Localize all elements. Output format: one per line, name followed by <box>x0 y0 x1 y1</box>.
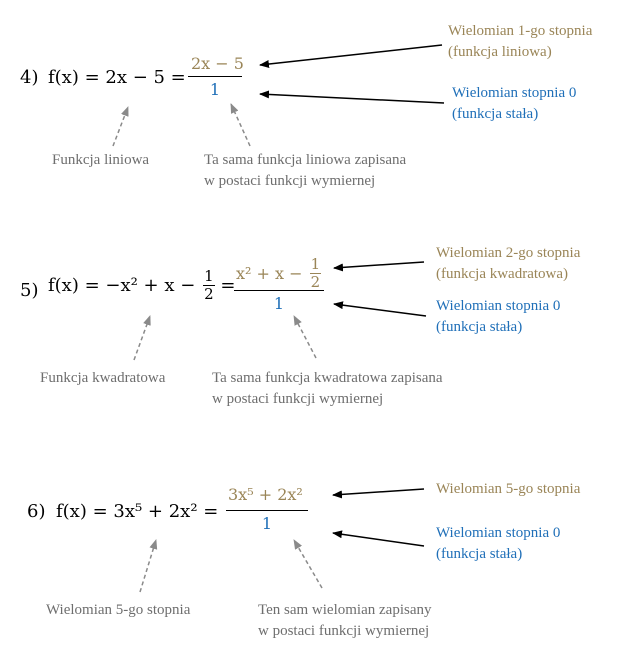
item-5-number: 5) <box>20 280 39 301</box>
item-5-numerator: x² + x − 1 2 <box>236 255 322 291</box>
note-line: Ta sama funkcja kwadratowa zapisana <box>212 370 443 386</box>
half-numerator: 1 <box>309 255 322 274</box>
arrow-4-to-numerator <box>259 44 443 68</box>
note-line: Wielomian stopnia 0 <box>452 85 577 101</box>
item-6-note-bottom-right: Wielomian stopnia 0 (funkcja stała) <box>436 523 560 565</box>
item-5-denominator: 1 <box>273 294 285 313</box>
note-line: Wielomian 2-go stopnia <box>436 245 581 261</box>
item-5-note-top-right: Wielomian 2-go stopnia (funkcja kwadrato… <box>436 243 580 285</box>
arrow-5-to-left-expression <box>133 315 151 361</box>
item-5-equation: f(x) = −x² + x − 1 2 = <box>48 268 235 303</box>
arrow-5-to-numerator <box>333 261 425 272</box>
item-4-note-bottom-right: Wielomian stopnia 0 (funkcja stała) <box>452 83 576 125</box>
arrow-5-to-fraction <box>293 315 317 359</box>
item-6-note-left: Wielomian 5-go stopnia <box>46 600 190 621</box>
note-line: (funkcja stała) <box>452 106 539 122</box>
half-denominator: 2 <box>204 285 214 303</box>
arrow-6-to-numerator <box>332 488 425 499</box>
item-4-denominator: 1 <box>209 80 221 99</box>
note-line: w postaci funkcji wymiernej <box>204 173 376 189</box>
note-line: Funkcja kwadratowa <box>40 370 166 386</box>
item-5-half-fraction: 1 2 <box>203 268 215 303</box>
item-4-number: 4) <box>20 67 39 88</box>
item-5-numerator-start: x² + x − <box>236 264 303 283</box>
arrow-4-to-fraction <box>230 103 251 147</box>
note-line: Wielomian 1-go stopnia <box>448 23 593 39</box>
item-6-number: 6) <box>27 501 46 522</box>
note-line: (funkcja liniowa) <box>448 44 552 60</box>
note-line: Wielomian stopnia 0 <box>436 298 561 314</box>
item-4-note-top-right: Wielomian 1-go stopnia (funkcja liniowa) <box>448 21 592 63</box>
note-line: Wielomian 5-go stopnia <box>436 481 581 497</box>
note-line: (funkcja stała) <box>436 319 523 335</box>
item-5-note-center: Ta sama funkcja kwadratowa zapisana w po… <box>212 368 443 410</box>
item-6-fraction-bar <box>226 510 308 511</box>
item-6-note-top-right: Wielomian 5-go stopnia <box>436 479 580 500</box>
note-line: Ten sam wielomian zapisany <box>258 602 432 618</box>
item-4-note-left: Funkcja liniowa <box>52 150 149 171</box>
note-line: w postaci funkcji wymiernej <box>258 623 430 639</box>
item-5-numerator-half: 1 2 <box>309 255 322 291</box>
arrow-6-to-denominator <box>332 530 425 547</box>
arrow-6-to-fraction <box>293 539 323 589</box>
item-4-numerator: 2x − 5 <box>191 54 244 73</box>
item-4-fraction-bar <box>188 76 242 77</box>
item-6-note-center: Ten sam wielomian zapisany w postaci fun… <box>258 600 431 642</box>
half-denominator: 2 <box>310 273 321 291</box>
arrow-4-to-left-expression <box>112 106 129 147</box>
item-4-note-center: Ta sama funkcja liniowa zapisana w posta… <box>204 150 406 192</box>
item-5-fraction-bar <box>234 290 324 291</box>
item-5-note-bottom-right: Wielomian stopnia 0 (funkcja stała) <box>436 296 560 338</box>
item-5-note-left: Funkcja kwadratowa <box>40 368 165 389</box>
note-line: (funkcja kwadratowa) <box>436 266 569 282</box>
note-line: (funkcja stała) <box>436 546 523 562</box>
note-line: Wielomian 5-go stopnia <box>46 602 191 618</box>
item-5-equation-start: f(x) = −x² + x − <box>48 275 196 296</box>
arrow-4-to-denominator <box>259 90 445 104</box>
arrow-5-to-denominator <box>333 301 427 317</box>
half-numerator: 1 <box>203 267 215 286</box>
note-line: Funkcja liniowa <box>52 152 150 168</box>
item-6-denominator: 1 <box>261 514 273 533</box>
item-4-equation: f(x) = 2x − 5 = <box>48 67 186 88</box>
item-6-equation: f(x) = 3x⁵ + 2x² = <box>56 501 219 522</box>
item-5-equation-end: = <box>220 275 236 296</box>
note-line: Ta sama funkcja liniowa zapisana <box>204 152 407 168</box>
arrow-6-to-left-expression <box>139 539 158 593</box>
item-6-numerator: 3x⁵ + 2x² <box>228 485 303 504</box>
note-line: Wielomian stopnia 0 <box>436 525 561 541</box>
note-line: w postaci funkcji wymiernej <box>212 391 384 407</box>
